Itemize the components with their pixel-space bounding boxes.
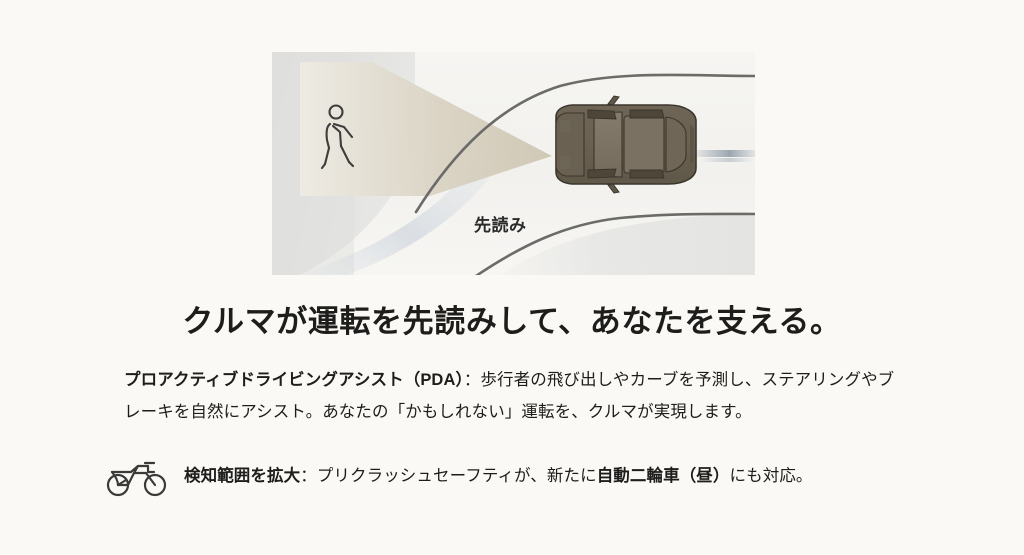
car-mirror-upper	[607, 95, 620, 106]
car-topdown-icon	[555, 95, 697, 194]
pda-description-body: 歩行者の飛び出しやカーブを予測し、ステアリングやブレーキを自然にアシスト。あなた…	[124, 371, 895, 422]
pda-description-lead: プロアクティブドライビングアシスト（PDA）	[124, 371, 464, 390]
feature-tail: にも対応。	[729, 467, 813, 486]
road-edge-line-upper	[414, 73, 755, 214]
page-title: クルマが運転を先読みして、あなたを支える。	[182, 304, 842, 339]
sensor-detection-cone	[300, 62, 552, 196]
feature-middle: プリクラッシュセーフティが、新たに	[316, 467, 597, 486]
motorcycle-icon	[104, 455, 170, 499]
figure-caption: 先読み	[474, 216, 527, 235]
pda-description-separator: ：	[463, 371, 481, 390]
feature-lead: 検知範囲を拡大	[184, 467, 301, 486]
car-mirror-lower	[607, 183, 620, 194]
feature-text: 検知範囲を拡大：プリクラッシュセーフティが、新たに自動二輪車（昼）にも対応。	[184, 463, 813, 489]
feature-row: 検知範囲を拡大：プリクラッシュセーフティが、新たに自動二輪車（昼）にも対応。	[0, 455, 1024, 499]
motion-blur-streak	[690, 150, 755, 157]
pda-description: プロアクティブドライビングアシスト（PDA）：歩行者の飛び出しやカーブを予測し、…	[0, 364, 1024, 428]
feature-separator: ：	[300, 467, 317, 486]
road-inner-area	[500, 214, 755, 275]
road-edge-line-lower	[475, 212, 755, 275]
feature-emphasis: 自動二輪車（昼）	[596, 467, 730, 486]
illustration-panel: 先読み	[272, 52, 755, 275]
text-block: クルマが運転を先読みして、あなたを支える。 プロアクティブドライビングアシスト（…	[0, 285, 1024, 499]
pedestrian-walking-icon	[320, 104, 355, 170]
